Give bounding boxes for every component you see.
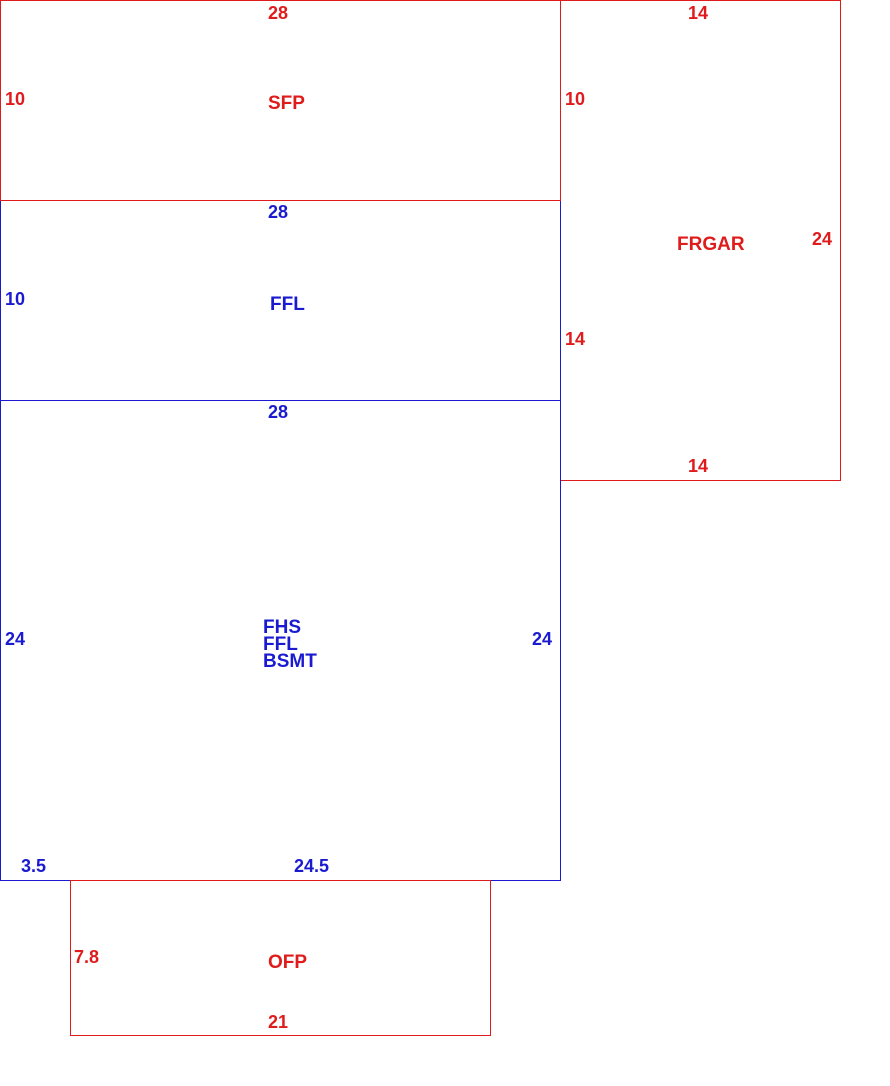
frgar-dim-left-lower: 14 bbox=[565, 329, 585, 349]
ffl-upper-area: FFL 28 10 bbox=[0, 200, 561, 401]
frgar-dim-top: 14 bbox=[688, 3, 708, 23]
frgar-dim-left: 10 bbox=[565, 89, 585, 109]
frgar-label: FRGAR bbox=[677, 234, 745, 255]
ofp-label: OFP bbox=[268, 952, 307, 973]
ofp-dim-bottom: 21 bbox=[268, 1012, 288, 1032]
sfp-dim-top: 28 bbox=[268, 3, 288, 23]
ffl-upper-label: FFL bbox=[270, 294, 305, 315]
ofp-dim-left: 7.8 bbox=[74, 947, 99, 967]
main-dim-top: 28 bbox=[268, 402, 288, 422]
main-label-bsmt: BSMT bbox=[263, 651, 317, 672]
sfp-area: SFP 28 10 bbox=[0, 0, 561, 201]
main-dim-bottom: 24.5 bbox=[294, 856, 329, 876]
sfp-label: SFP bbox=[268, 93, 305, 114]
main-label-ffl: FFL bbox=[263, 634, 298, 655]
sfp-dim-left: 10 bbox=[5, 89, 25, 109]
ofp-outline bbox=[70, 880, 491, 1036]
main-area: FHS FFL BSMT 28 24 24 3.5 24.5 bbox=[0, 400, 561, 881]
main-dim-left: 24 bbox=[5, 629, 25, 649]
ffl-upper-dim-left: 10 bbox=[5, 289, 25, 309]
main-dim-right: 24 bbox=[532, 629, 552, 649]
frgar-area: FRGAR 14 10 24 14 14 bbox=[560, 0, 841, 481]
frgar-dim-bottom: 14 bbox=[688, 456, 708, 476]
sfp-outline bbox=[0, 0, 561, 201]
ffl-upper-dim-top: 28 bbox=[268, 202, 288, 222]
ofp-area: OFP 7.8 21 bbox=[70, 880, 491, 1036]
frgar-dim-right: 24 bbox=[812, 229, 832, 249]
main-dim-bottom-left: 3.5 bbox=[21, 856, 46, 876]
main-label-fhs: FHS bbox=[263, 617, 301, 638]
